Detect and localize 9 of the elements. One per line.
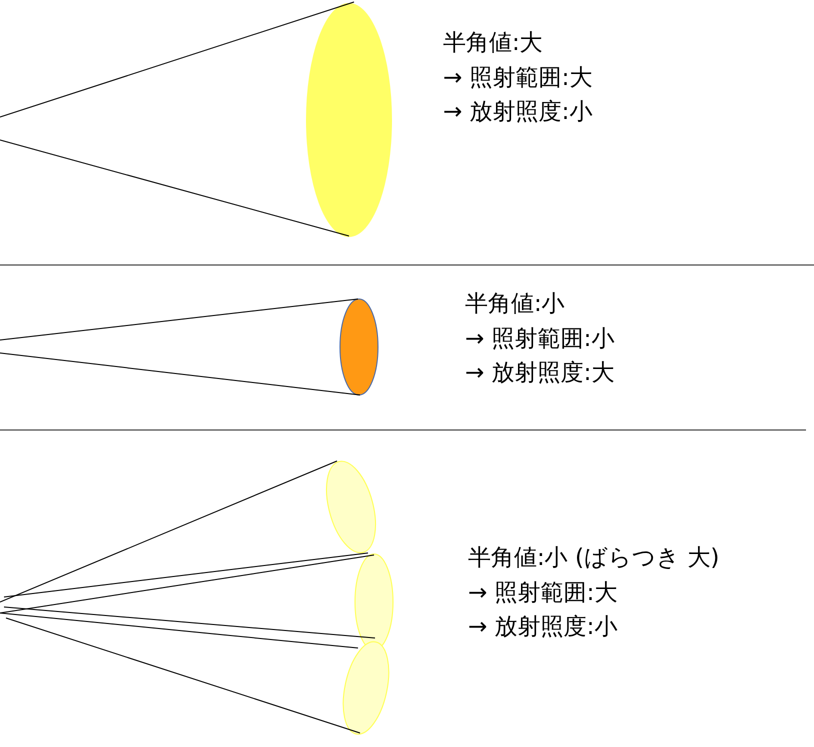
annotation-text: → 放射照度:小 — [443, 98, 592, 127]
annotation-text: 半角値:小 — [465, 290, 565, 319]
annotation-text: → 放射照度:大 — [465, 359, 614, 388]
annotation-text: 半角値:大 — [443, 29, 543, 58]
annotation-text: → 照射範囲:大 — [443, 64, 592, 93]
annotation-text: → 放射照度:小 — [468, 613, 618, 642]
annotation-text: → 照射範囲:大 — [468, 579, 618, 608]
annotation-text: 半角値:小 (ばらつき 大) — [468, 544, 720, 573]
annotation-text: → 照射範囲:小 — [465, 325, 614, 354]
